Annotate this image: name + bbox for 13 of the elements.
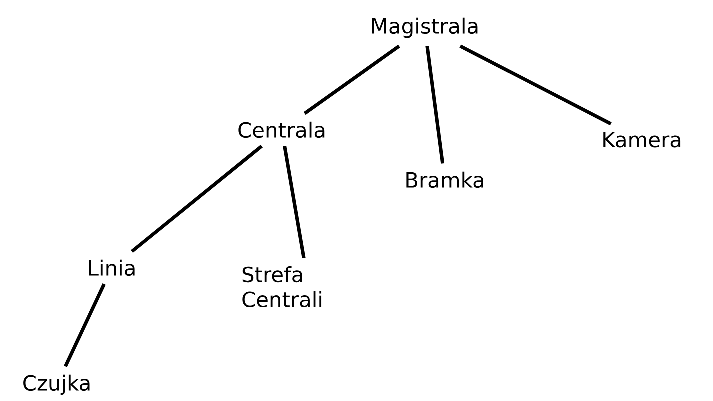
connector-line (130, 144, 264, 254)
connector-line (64, 284, 106, 368)
connector-line (426, 46, 445, 164)
node-label: Strefa Centrali (242, 266, 322, 308)
node-label: Kamera (604, 132, 681, 148)
connector-line (283, 146, 306, 259)
node-label: Linia (89, 260, 135, 276)
node-label: Magistrala (372, 18, 478, 38)
connector-line (460, 44, 612, 126)
node-label: Czujka (24, 374, 90, 396)
connector-line (304, 44, 400, 116)
node-label: Bramka (406, 172, 484, 188)
node-label: Centrala (238, 122, 325, 138)
